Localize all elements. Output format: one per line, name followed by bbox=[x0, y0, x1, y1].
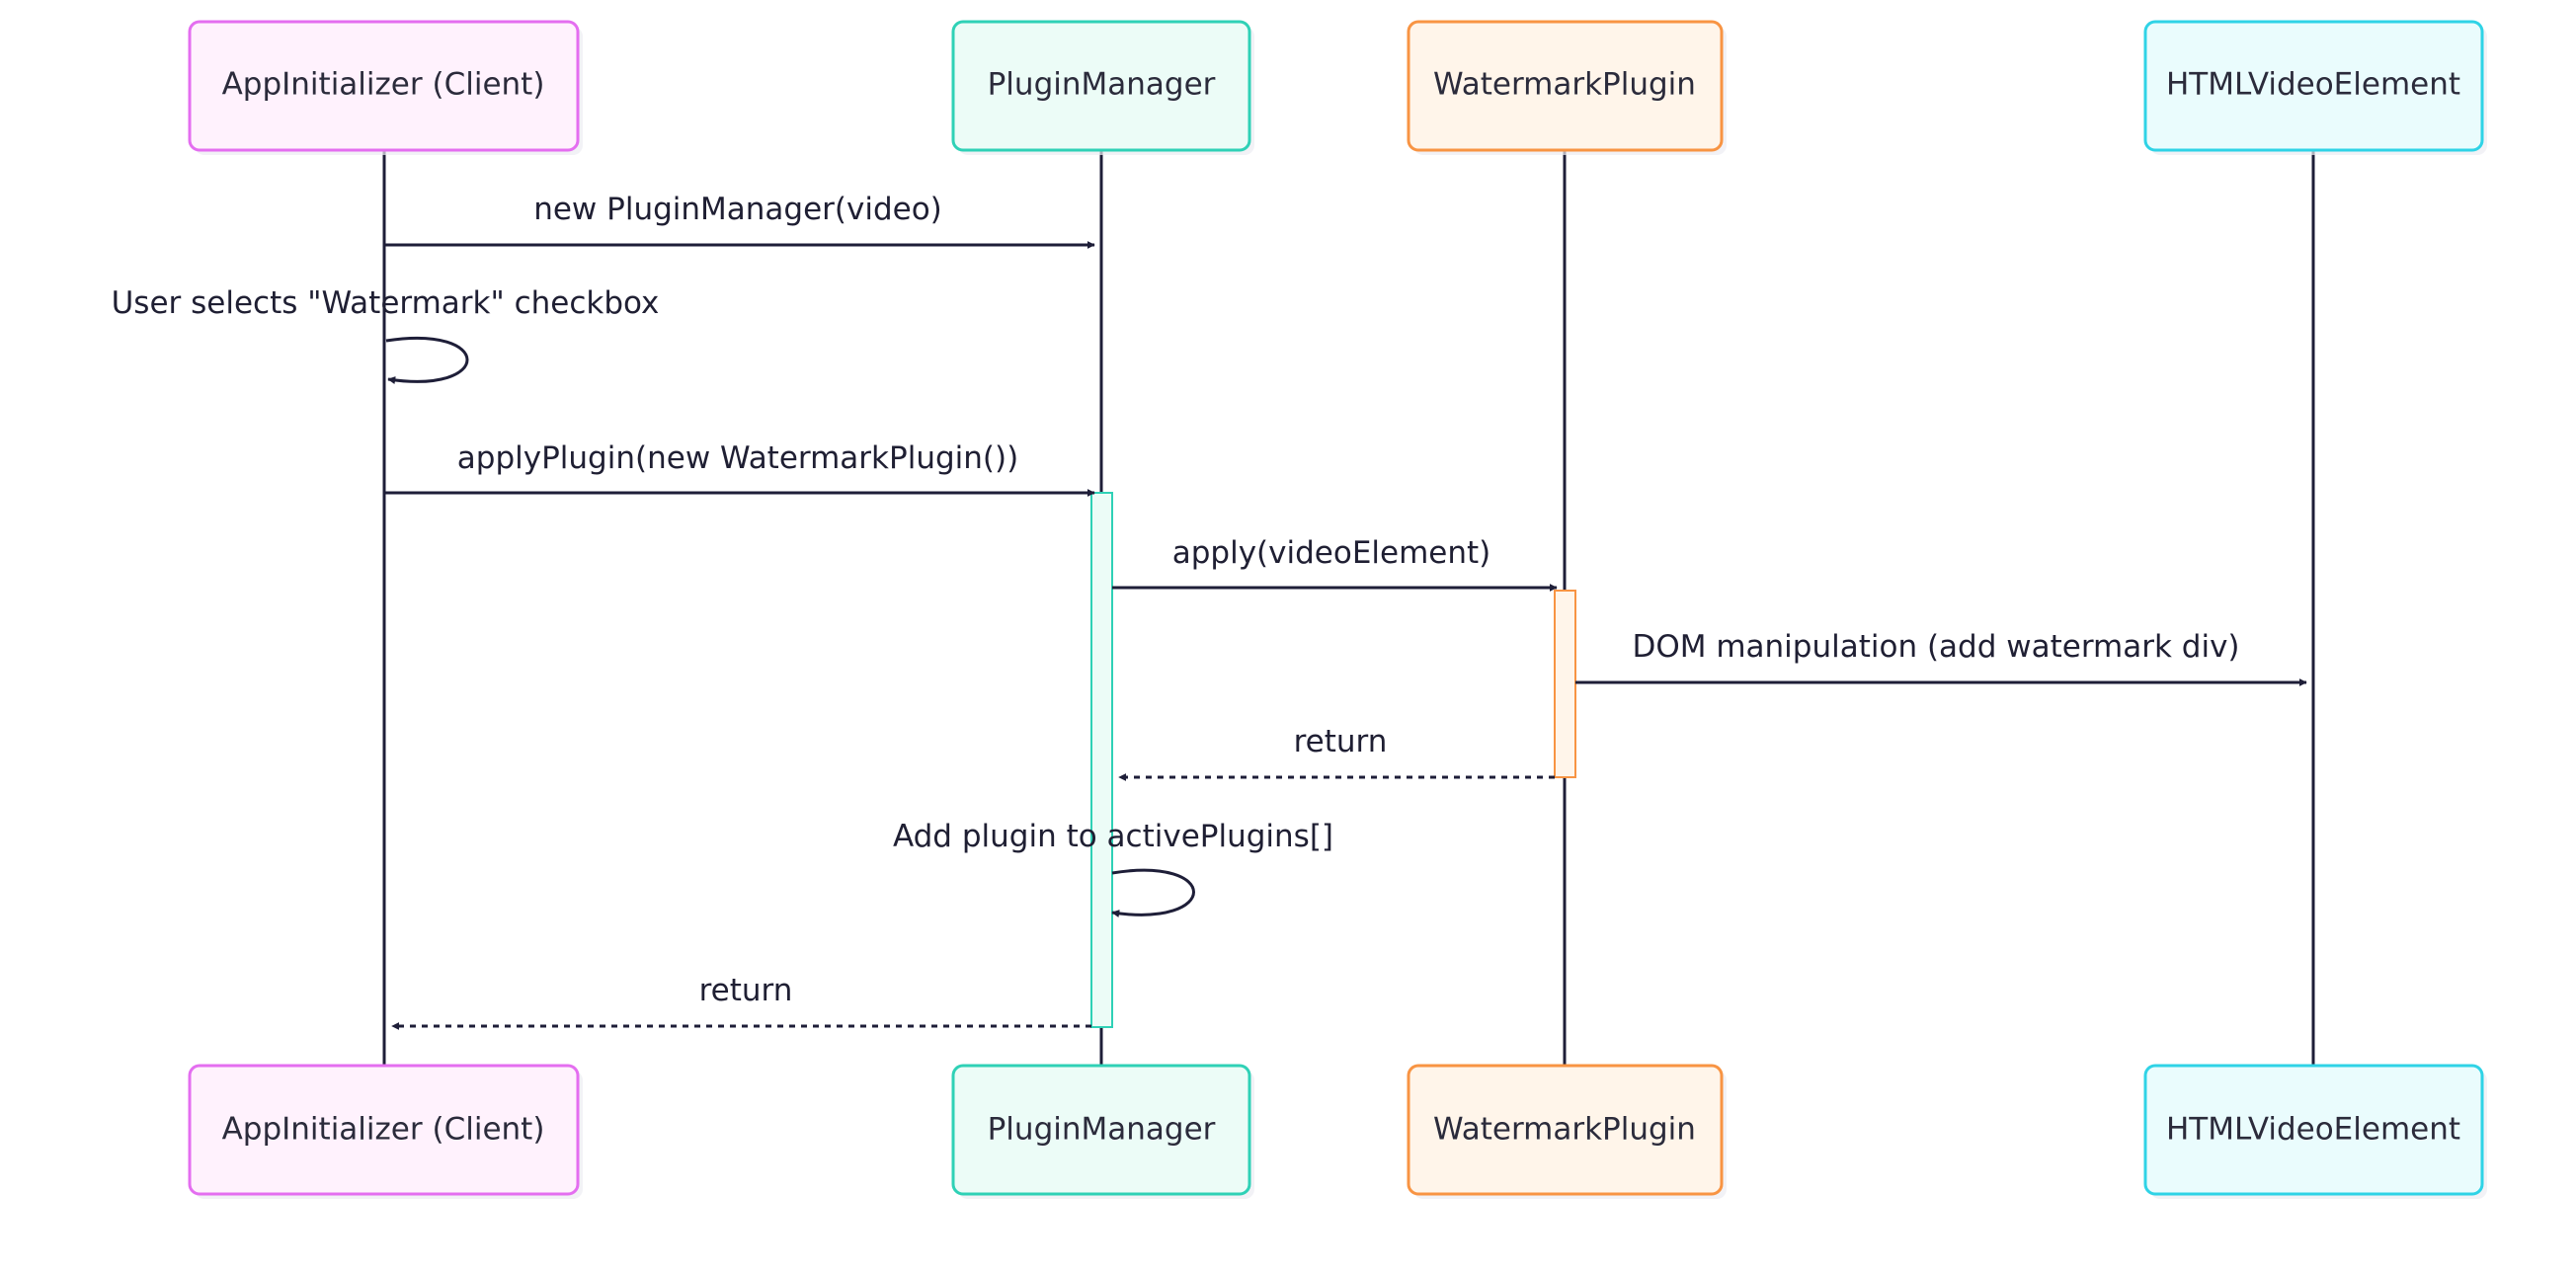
message-label: return bbox=[699, 973, 793, 1008]
message-return-to-client: return bbox=[391, 973, 1091, 1030]
message-label: User selects "Watermark" checkbox bbox=[112, 285, 660, 321]
participant-video-top: HTMLVideoElement bbox=[2143, 20, 2487, 155]
message-apply-plugin: applyPlugin(new WatermarkPlugin()) bbox=[384, 440, 1095, 497]
participants-top: AppInitializer (Client) PluginManager Wa… bbox=[188, 20, 2487, 155]
message-self-arrow bbox=[385, 336, 469, 385]
participant-video-bottom: HTMLVideoElement bbox=[2143, 1064, 2487, 1199]
participant-watermark-top: WatermarkPlugin bbox=[1407, 20, 1727, 155]
message-label: apply(videoElement) bbox=[1172, 535, 1491, 571]
message-add-plugin-active: Add plugin to activePlugins[] bbox=[893, 819, 1333, 917]
participant-label: HTMLVideoElement bbox=[2166, 1112, 2460, 1148]
message-label: return bbox=[1294, 724, 1388, 759]
message-label: Add plugin to activePlugins[] bbox=[893, 819, 1333, 854]
participant-label: AppInitializer (Client) bbox=[222, 67, 545, 103]
message-dom-manipulation: DOM manipulation (add watermark div) bbox=[1575, 629, 2307, 686]
participant-label: WatermarkPlugin bbox=[1433, 67, 1696, 103]
message-new-plugin-manager: new PluginManager(video) bbox=[384, 192, 1095, 249]
participant-manager-top: PluginManager bbox=[951, 20, 1254, 155]
participants-bottom: AppInitializer (Client) PluginManager Wa… bbox=[188, 1064, 2487, 1199]
activation-watermark bbox=[1554, 590, 1576, 778]
message-label: new PluginManager(video) bbox=[533, 192, 942, 227]
participant-client-top: AppInitializer (Client) bbox=[188, 20, 583, 155]
messages: new PluginManager(video) User selects "W… bbox=[112, 192, 2307, 1030]
activation-bars bbox=[1090, 492, 1576, 1028]
lifelines bbox=[382, 150, 2315, 1065]
activation-manager bbox=[1090, 492, 1113, 1028]
participant-label: AppInitializer (Client) bbox=[222, 1112, 545, 1148]
participant-label: PluginManager bbox=[988, 67, 1216, 103]
message-self-arrow bbox=[1111, 868, 1195, 917]
participant-label: WatermarkPlugin bbox=[1433, 1112, 1696, 1148]
participant-client-bottom: AppInitializer (Client) bbox=[188, 1064, 583, 1199]
participant-label: HTMLVideoElement bbox=[2166, 67, 2460, 103]
message-apply-video-element: apply(videoElement) bbox=[1112, 535, 1558, 592]
message-label: DOM manipulation (add watermark div) bbox=[1632, 629, 2239, 665]
participant-watermark-bottom: WatermarkPlugin bbox=[1407, 1064, 1727, 1199]
participant-label: PluginManager bbox=[988, 1112, 1216, 1148]
message-user-selects-watermark: User selects "Watermark" checkbox bbox=[112, 285, 660, 385]
participant-manager-bottom: PluginManager bbox=[951, 1064, 1254, 1199]
message-label: applyPlugin(new WatermarkPlugin()) bbox=[457, 440, 1018, 476]
message-return-to-manager: return bbox=[1118, 724, 1555, 781]
